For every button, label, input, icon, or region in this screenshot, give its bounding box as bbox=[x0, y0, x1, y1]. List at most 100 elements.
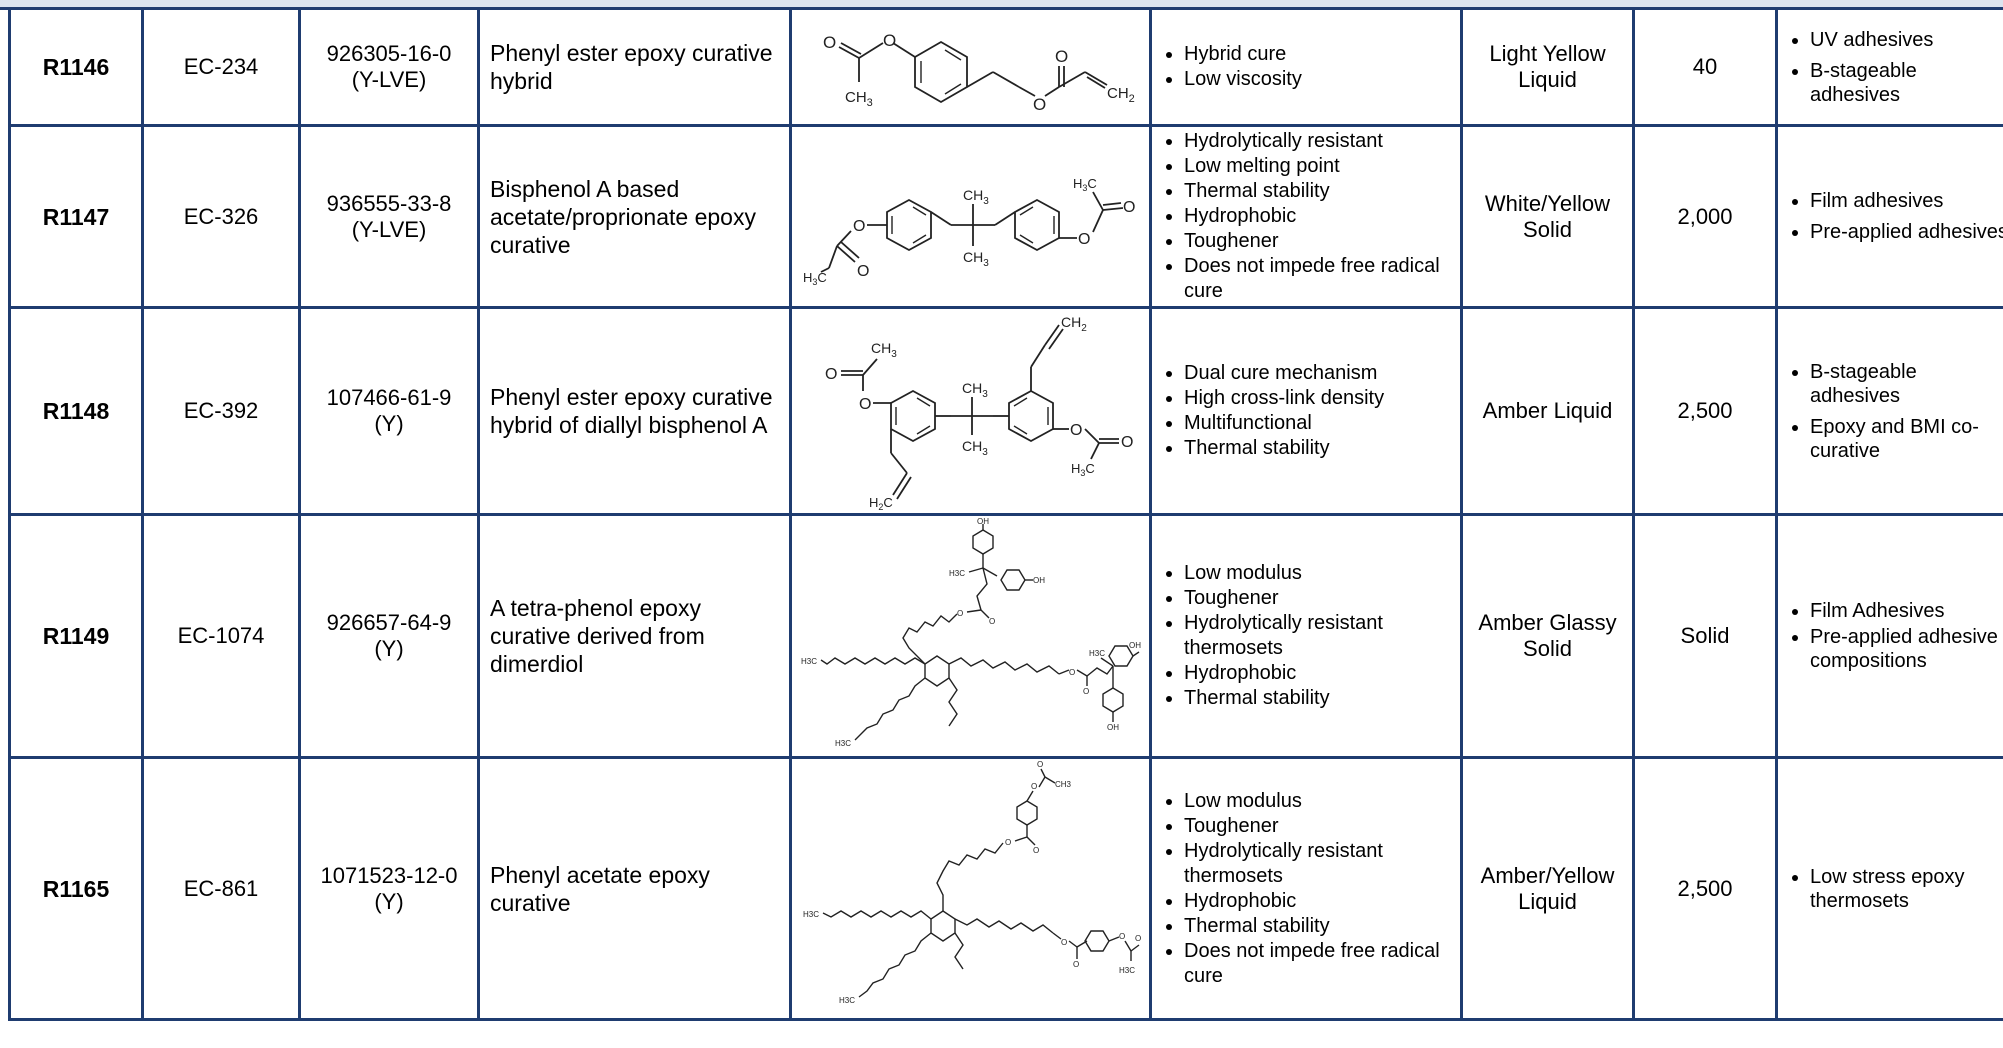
viscosity: 40 bbox=[1632, 7, 1778, 127]
atom-label: O bbox=[1070, 422, 1082, 439]
atom-label: OH bbox=[977, 518, 989, 526]
product-description: Bisphenol A based acetate/proprionate ep… bbox=[477, 124, 792, 309]
atom-label: O bbox=[853, 218, 865, 235]
applications-cell: Film Adhesives Pre-applied adhesive comp… bbox=[1775, 513, 2003, 759]
feature-item: Low melting point bbox=[1184, 154, 1450, 179]
cas-number: 926657-64-9 (Y) bbox=[298, 513, 480, 759]
applications-list: Film Adhesives Pre-applied adhesive comp… bbox=[1790, 599, 2003, 673]
atom-label: O bbox=[1033, 95, 1046, 114]
cas-note: (Y) bbox=[374, 411, 404, 436]
product-name: EC-861 bbox=[141, 756, 301, 1021]
feature-item: Hydrophobic bbox=[1184, 889, 1450, 914]
features-cell: Hybrid cure Low viscosity bbox=[1149, 7, 1463, 127]
application-item: Low stress epoxy thermosets bbox=[1810, 865, 2003, 913]
feature-item: Toughener bbox=[1184, 814, 1450, 839]
atom-label: H3C bbox=[1071, 461, 1095, 478]
product-description: Phenyl ester epoxy curative hybrid of di… bbox=[477, 306, 792, 516]
atom-label: H3C bbox=[1119, 966, 1135, 975]
cas-note: (Y) bbox=[374, 888, 404, 914]
features-list: Dual cure mechanism High cross-link dens… bbox=[1164, 361, 1450, 461]
application-item: UV adhesives bbox=[1810, 28, 2003, 52]
feature-item: Low modulus bbox=[1184, 789, 1450, 814]
product-code: R1146 bbox=[8, 7, 144, 127]
structure-r1165-diagram: O O CH3 O O H3C bbox=[803, 761, 1141, 1005]
structure-cell: O O CH3 O O H3C bbox=[789, 756, 1152, 1021]
atom-label: CH3 bbox=[963, 187, 989, 207]
applications-cell: Low stress epoxy thermosets bbox=[1775, 756, 2003, 1021]
feature-item: Does not impede free radical cure bbox=[1184, 254, 1450, 304]
product-description: Phenyl acetate epoxy curative bbox=[477, 756, 792, 1021]
atom-label: H3C bbox=[803, 910, 819, 919]
atom-label: O bbox=[1078, 231, 1090, 248]
atom-label: O bbox=[1061, 938, 1067, 947]
atom-label: OH bbox=[1129, 641, 1141, 650]
feature-item: Hydrophobic bbox=[1184, 204, 1450, 229]
atom-label: O bbox=[857, 263, 869, 280]
structure-r1146-diagram: O O CH3 O O CH2 bbox=[823, 31, 1135, 114]
application-item: Film Adhesives bbox=[1810, 599, 2003, 623]
features-cell: Hydrolytically resistant Low melting poi… bbox=[1149, 124, 1463, 309]
viscosity: 2,500 bbox=[1632, 306, 1778, 516]
feature-item: Thermal stability bbox=[1184, 179, 1450, 204]
viscosity: 2,000 bbox=[1632, 124, 1778, 309]
structure-cell: CH3 CH3 O O CH3 H2C bbox=[789, 306, 1152, 516]
product-description: Phenyl ester epoxy curative hybrid bbox=[477, 7, 792, 127]
cas-note: (Y-LVE) bbox=[351, 67, 427, 92]
feature-item: Does not impede free radical cure bbox=[1184, 939, 1450, 989]
atom-label: O bbox=[957, 609, 963, 618]
features-list: Low modulus Toughener Hydrolytically res… bbox=[1164, 561, 1450, 711]
cas-note: (Y) bbox=[374, 636, 404, 661]
atom-label: H3C bbox=[835, 739, 851, 748]
cas-number: 936555-33-8 (Y-LVE) bbox=[298, 124, 480, 309]
application-item: B-stageable adhesives bbox=[1810, 360, 2003, 408]
appearance: Amber Glassy Solid bbox=[1460, 513, 1635, 759]
cas-value: 926657-64-9 bbox=[326, 610, 452, 635]
applications-cell: Film adhesives Pre-applied adhesives bbox=[1775, 124, 2003, 309]
structure-cell: O O CH3 O O CH2 bbox=[789, 7, 1152, 127]
appearance: Amber/Yellow Liquid bbox=[1460, 756, 1635, 1021]
cas-value: 926305-16-0 bbox=[326, 41, 452, 66]
appearance: Amber Liquid bbox=[1460, 306, 1635, 516]
cas-number: 926305-16-0 (Y-LVE) bbox=[298, 7, 480, 127]
structure-r1148-diagram: CH3 CH3 O O CH3 H2C bbox=[825, 314, 1133, 511]
atom-label: H3C bbox=[839, 996, 855, 1005]
features-cell: Low modulus Toughener Hydrolytically res… bbox=[1149, 513, 1463, 759]
feature-item: Low modulus bbox=[1184, 561, 1450, 586]
atom-label: O bbox=[1123, 199, 1135, 216]
applications-list: B-stageable adhesives Epoxy and BMI co-c… bbox=[1790, 360, 2003, 463]
atom-label: O bbox=[883, 31, 896, 50]
structure-cell: CH3 CH3 O O H3C O bbox=[789, 124, 1152, 309]
structure-r1147-diagram: CH3 CH3 O O H3C O bbox=[803, 176, 1135, 287]
atom-label: H2C bbox=[869, 495, 893, 511]
product-code: R1148 bbox=[8, 306, 144, 516]
atom-label: H3C bbox=[803, 270, 827, 287]
features-list: Low modulus Toughener Hydrolytically res… bbox=[1164, 789, 1450, 989]
feature-item: Low viscosity bbox=[1184, 67, 1450, 92]
atom-label: O bbox=[1135, 934, 1141, 943]
atom-label: O bbox=[1055, 47, 1068, 66]
atom-label: H3C bbox=[801, 657, 817, 666]
structure-cell: OH H3C OH O O bbox=[789, 513, 1152, 759]
feature-item: Hydrophobic bbox=[1184, 661, 1450, 686]
table-row: R1147 EC-326 936555-33-8 (Y-LVE) Bisphen… bbox=[8, 124, 2003, 309]
feature-item: Multifunctional bbox=[1184, 411, 1450, 436]
features-cell: Dual cure mechanism High cross-link dens… bbox=[1149, 306, 1463, 516]
atom-label: CH2 bbox=[1107, 85, 1135, 105]
product-table: R1146 EC-234 926305-16-0 (Y-LVE) Phenyl … bbox=[8, 7, 2003, 1021]
atom-label: H3C bbox=[949, 569, 965, 578]
applications-list: Film adhesives Pre-applied adhesives bbox=[1790, 189, 2003, 244]
product-name: EC-234 bbox=[141, 7, 301, 127]
product-code: R1149 bbox=[8, 513, 144, 759]
feature-item: Hybrid cure bbox=[1184, 42, 1450, 67]
viscosity: 2,500 bbox=[1632, 756, 1778, 1021]
application-item: Film adhesives bbox=[1810, 189, 2003, 213]
atom-label: O bbox=[1033, 846, 1039, 855]
atom-label: CH3 bbox=[962, 438, 988, 458]
product-description: A tetra-phenol epoxy curative derived fr… bbox=[477, 513, 792, 759]
atom-label: O bbox=[823, 33, 836, 52]
feature-item: Thermal stability bbox=[1184, 914, 1450, 939]
table-row: R1165 EC-861 1071523-12-0 (Y) Phenyl ace… bbox=[8, 756, 2003, 1021]
atom-label: CH3 bbox=[963, 249, 989, 269]
product-name: EC-326 bbox=[141, 124, 301, 309]
atom-label: O bbox=[1083, 687, 1089, 696]
